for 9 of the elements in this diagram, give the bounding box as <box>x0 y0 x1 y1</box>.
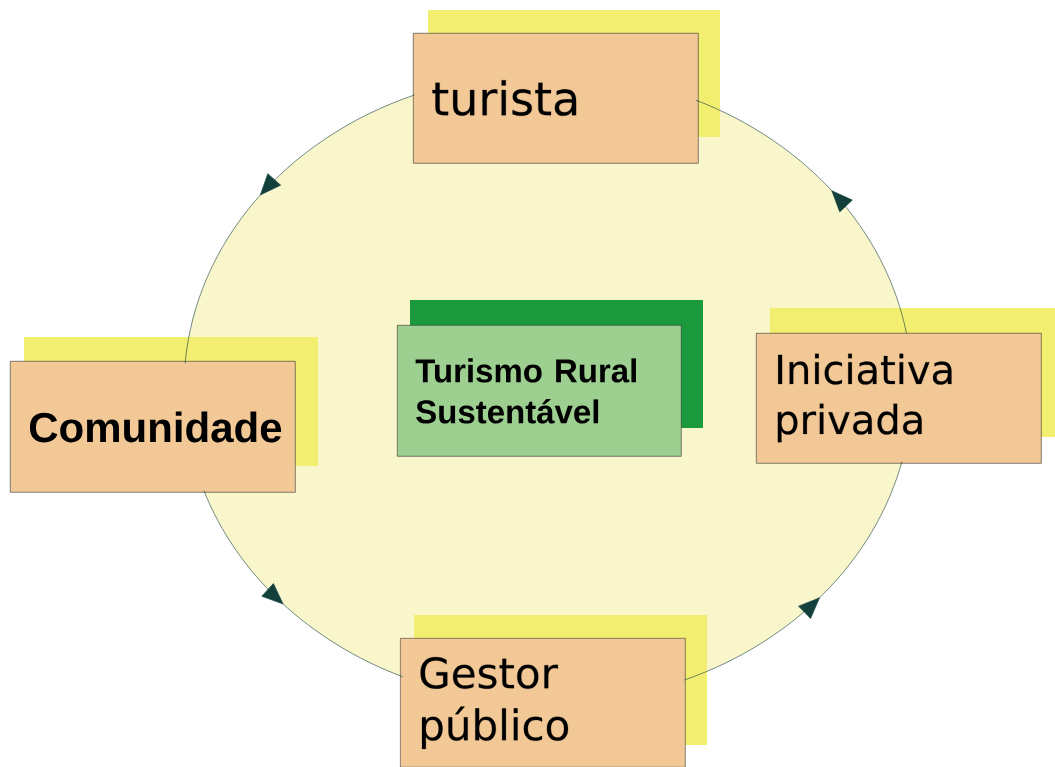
arrow <box>695 99 907 334</box>
stakeholder-box: Iniciativa privada <box>756 308 1055 464</box>
stakeholder-box: Gestor público <box>400 615 707 767</box>
arrow <box>684 461 903 681</box>
stakeholder-box: Comunidade <box>10 337 318 493</box>
center-box: Turismo Rural Sustentável <box>397 300 703 457</box>
arrow <box>203 490 404 678</box>
arrow <box>184 94 415 364</box>
stakeholder-box: turista <box>413 10 720 164</box>
